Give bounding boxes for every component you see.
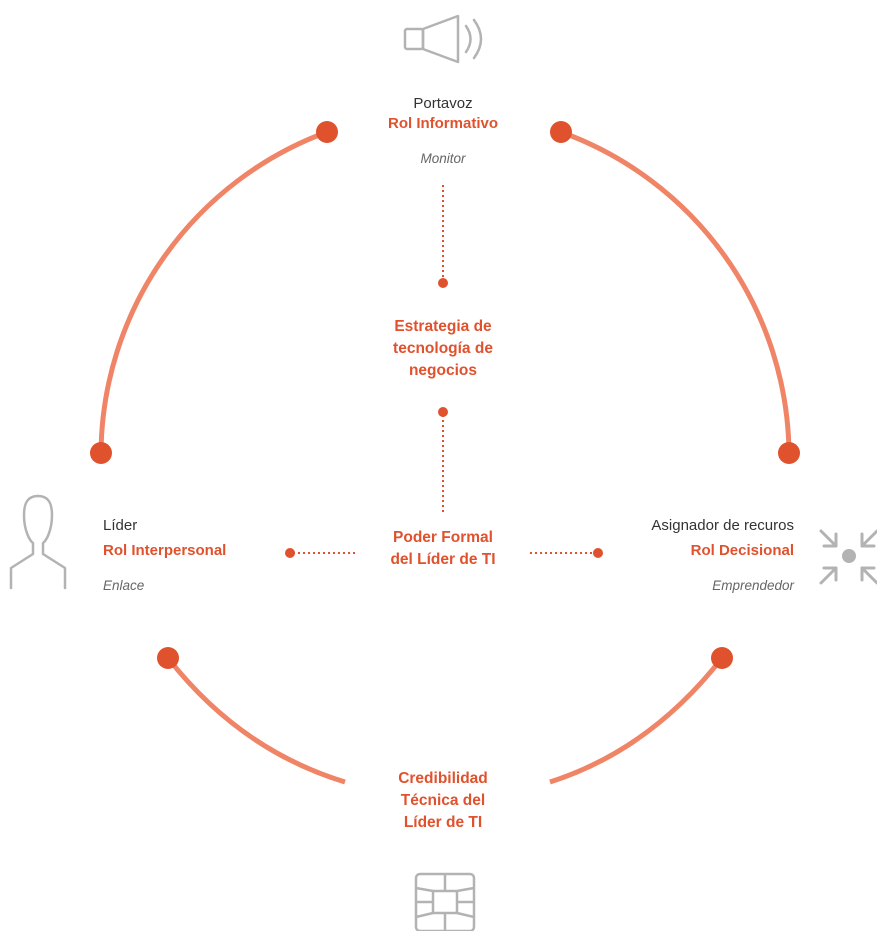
connector-left-dot	[285, 548, 295, 558]
dot-left-upper	[90, 442, 112, 464]
dot-left-lower	[157, 647, 179, 669]
left-sub: Enlace	[103, 578, 145, 593]
person-icon	[9, 494, 67, 590]
arrows-converge-icon	[819, 529, 877, 585]
strategy-label: Estrategia de tecnología de negocios	[393, 318, 493, 379]
right-role: Rol Decisional	[690, 542, 794, 559]
left-role: Rol Interpersonal	[103, 542, 227, 559]
top-title: Portavoz	[413, 95, 473, 112]
arc-top-right	[560, 129, 792, 454]
right-sub: Emprendedor	[712, 578, 794, 593]
left-title: Líder	[103, 517, 138, 534]
chip-icon	[414, 872, 476, 931]
top-sub: Monitor	[420, 151, 466, 166]
arc-bottom-right	[549, 656, 724, 785]
top-role: Rol Informativo	[387, 115, 498, 132]
credibility-label: Credibilidad Técnica del Líder de TI	[398, 770, 488, 831]
connector-right-dot	[593, 548, 603, 558]
connector-top-dot	[438, 278, 448, 288]
formal-power-label: Poder Formal del Líder de TI	[390, 529, 496, 568]
dot-right-upper	[778, 442, 800, 464]
dot-top-left	[316, 121, 338, 143]
connector-mid-dot	[438, 407, 448, 417]
arc-top-left	[98, 129, 328, 454]
right-title: Asignador de recuros	[651, 517, 794, 534]
speaker-icon	[403, 14, 483, 64]
dot-top-right	[550, 121, 572, 143]
arc-bottom-left	[166, 656, 346, 785]
dot-right-lower	[711, 647, 733, 669]
